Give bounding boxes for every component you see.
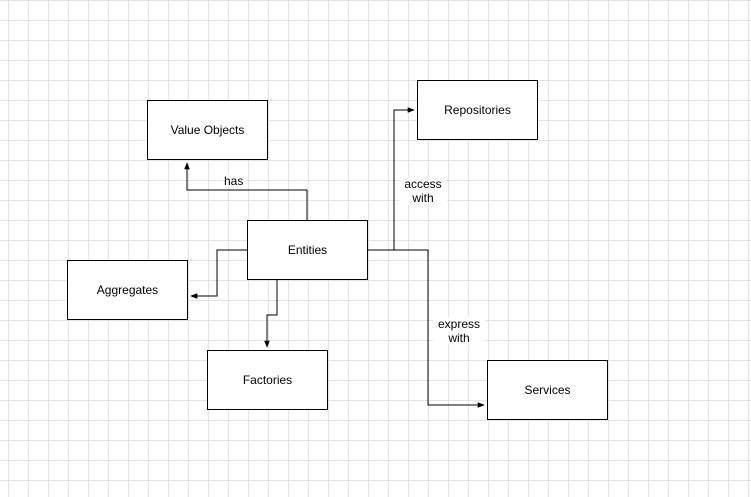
node-repositories[interactable]: Repositories: [417, 80, 538, 140]
node-label: Repositories: [444, 103, 511, 117]
edge-entities-aggregates: [190, 249, 247, 299]
edge-label-access-with: access with: [399, 177, 447, 205]
node-value-objects[interactable]: Value Objects: [147, 100, 268, 160]
node-services[interactable]: Services: [487, 360, 608, 420]
edge-entities-value-objects: [184, 162, 308, 220]
edge-label-express-with: express with: [433, 317, 485, 345]
node-label: Value Objects: [170, 123, 245, 137]
edge-label-has: has: [222, 174, 246, 188]
edge-entities-factories: [264, 280, 278, 348]
edge-label-line: access: [404, 177, 442, 191]
node-label: Aggregates: [96, 283, 159, 297]
node-label: Factories: [242, 373, 293, 387]
edge-label-text: has: [224, 174, 244, 188]
node-entities[interactable]: Entities: [247, 220, 368, 280]
edge-label-line: with: [448, 331, 470, 345]
node-label: Services: [524, 383, 571, 397]
edge-label-line: express: [437, 317, 481, 331]
node-factories[interactable]: Factories: [207, 350, 328, 410]
edge-label-line: with: [412, 191, 434, 205]
node-aggregates[interactable]: Aggregates: [67, 260, 188, 320]
edge-entities-services: [368, 249, 485, 408]
node-label: Entities: [287, 243, 328, 257]
